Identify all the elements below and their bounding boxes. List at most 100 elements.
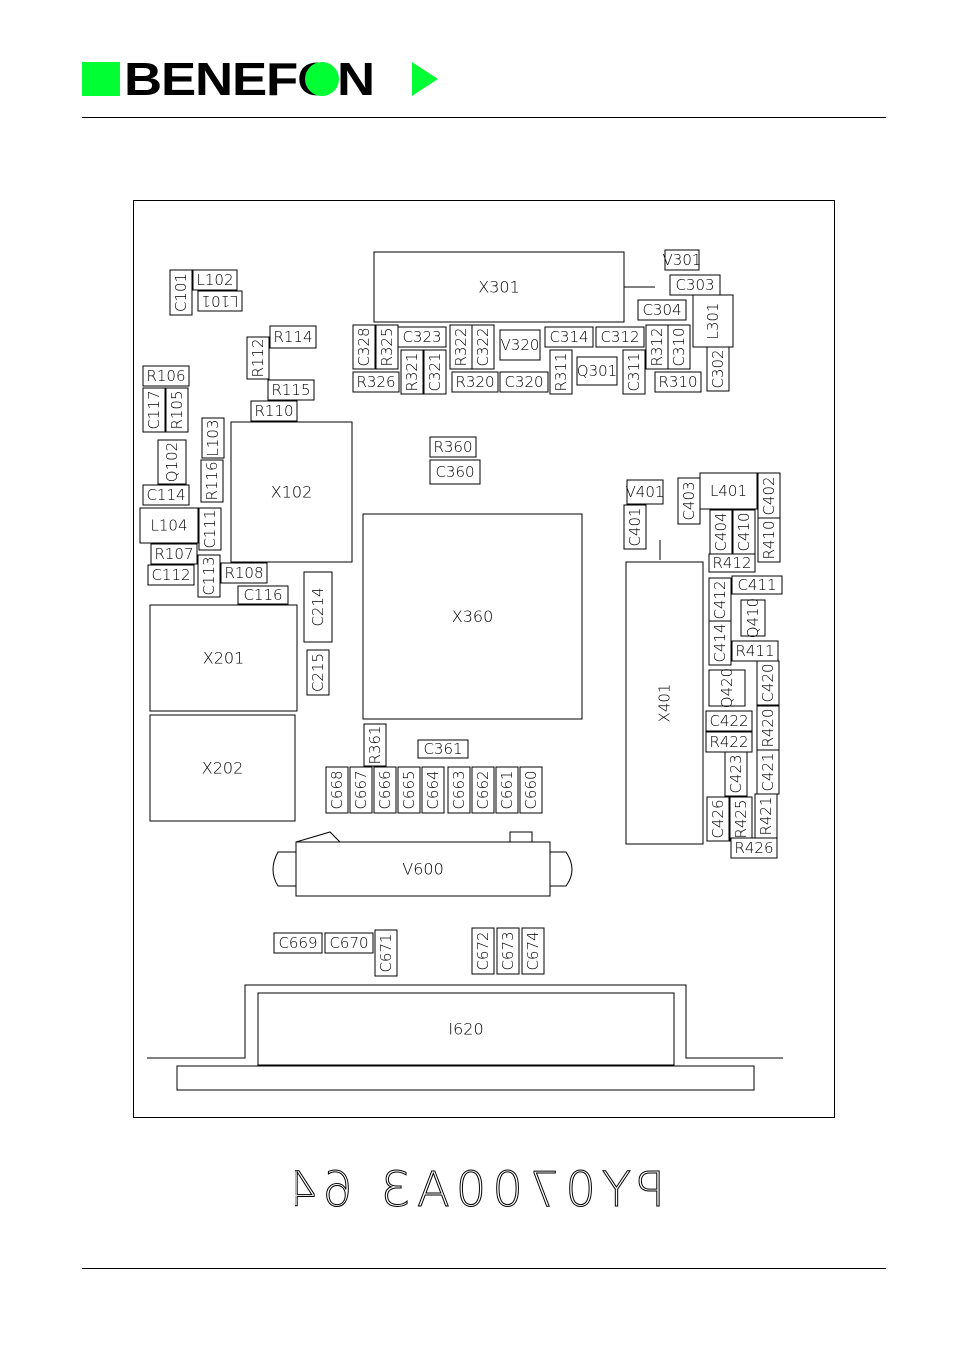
component-c661: C661 xyxy=(495,766,519,814)
component-label: C214 xyxy=(309,587,327,626)
component-c666: C666 xyxy=(373,766,397,814)
component-label: R112 xyxy=(249,338,267,377)
component-label: C314 xyxy=(549,328,588,346)
component-label: R426 xyxy=(734,839,773,857)
component-c320: C320 xyxy=(499,371,549,393)
component-label: Q102 xyxy=(163,442,181,482)
component-c322: C322 xyxy=(471,324,495,370)
component-c664: C664 xyxy=(421,766,445,814)
component-label: I620 xyxy=(448,1020,483,1039)
component-c671: C671 xyxy=(374,929,398,977)
component-label: X360 xyxy=(452,607,494,626)
component-c672: C672 xyxy=(471,927,495,975)
component-label: X201 xyxy=(203,649,245,668)
component-q102: Q102 xyxy=(157,439,187,485)
component-label: C421 xyxy=(759,752,777,791)
component-label: R320 xyxy=(455,373,494,391)
component-r320: R320 xyxy=(451,371,499,393)
component-r326: R326 xyxy=(352,371,400,393)
component-c662: C662 xyxy=(471,766,495,814)
component-x202: X202 xyxy=(149,714,296,822)
logo-green-arrow xyxy=(412,62,438,96)
component-label: Q410 xyxy=(744,598,762,638)
component-c328: C328 xyxy=(352,324,376,370)
component-l103: L103 xyxy=(201,417,225,459)
component-label: R411 xyxy=(735,642,774,660)
component-v301: V301 xyxy=(663,249,701,271)
component-label: R321 xyxy=(403,352,421,391)
component-label: R360 xyxy=(433,438,472,456)
part-number-text: PY0700A3 645 xyxy=(295,1162,665,1218)
component-v401: V401 xyxy=(626,479,664,505)
component-c426: C426 xyxy=(706,796,730,842)
component-l301: L301 xyxy=(692,294,734,348)
component-label: Q301 xyxy=(577,362,617,380)
component-c411: C411 xyxy=(731,575,783,595)
component-label: R412 xyxy=(712,554,751,572)
component-c410: C410 xyxy=(732,509,756,555)
component-label: C117 xyxy=(145,390,163,429)
component-r421: R421 xyxy=(754,793,778,839)
component-label: C411 xyxy=(737,576,776,594)
component-l401: L401 xyxy=(699,472,758,510)
component-c401: C401 xyxy=(623,504,647,550)
component-r105: R105 xyxy=(165,387,189,433)
component-label: L104 xyxy=(151,517,188,535)
component-c312: C312 xyxy=(595,326,645,348)
component-label: C668 xyxy=(328,770,346,809)
component-v320: V320 xyxy=(499,329,541,361)
component-label: L103 xyxy=(204,420,222,457)
component-c660: C660 xyxy=(519,766,543,814)
component-r106: R106 xyxy=(142,365,190,387)
component-c668: C668 xyxy=(325,766,349,814)
component-c403: C403 xyxy=(677,477,701,525)
component-label: C666 xyxy=(376,770,394,809)
component-label: C311 xyxy=(625,352,643,391)
component-r312: R312 xyxy=(645,324,669,370)
component-label: X401 xyxy=(656,684,674,723)
component-r112: R112 xyxy=(246,336,270,380)
component-label: C112 xyxy=(151,566,190,584)
component-c669: C669 xyxy=(273,932,323,954)
component-label: R105 xyxy=(168,390,186,429)
component-c421: C421 xyxy=(756,749,780,795)
component-label: C320 xyxy=(504,373,543,391)
component-label: C402 xyxy=(760,476,778,515)
component-c113: C113 xyxy=(197,554,221,598)
benefon-logo: BENEFON xyxy=(82,60,438,100)
component-r321: R321 xyxy=(400,349,424,395)
component-label: C671 xyxy=(377,933,395,972)
component-r420: R420 xyxy=(756,705,780,751)
component-r322: R322 xyxy=(449,324,473,370)
component-c404: C404 xyxy=(709,509,733,555)
component-r425: R425 xyxy=(729,796,753,842)
component-label: C662 xyxy=(474,770,492,809)
component-label: L102 xyxy=(197,271,234,289)
component-r114: R114 xyxy=(269,325,317,349)
board-outline-lines xyxy=(147,286,783,1091)
component-label: C667 xyxy=(352,770,370,809)
component-r360: R360 xyxy=(429,436,477,458)
component-r110: R110 xyxy=(250,400,298,422)
component-label: R425 xyxy=(732,799,750,838)
component-label: C672 xyxy=(474,931,492,970)
component-label: C426 xyxy=(709,799,727,838)
component-label: C323 xyxy=(402,328,441,346)
component-r115: R115 xyxy=(267,379,315,401)
component-label: L101 xyxy=(202,292,239,310)
logo-green-square xyxy=(82,62,120,96)
component-i620: I620 xyxy=(257,992,675,1066)
component-label: V600 xyxy=(402,860,443,879)
component-r310: R310 xyxy=(654,371,702,393)
component-label: C360 xyxy=(435,463,474,481)
component-c310: C310 xyxy=(667,324,691,370)
component-r108: R108 xyxy=(220,562,268,584)
component-c663: C663 xyxy=(447,766,471,814)
component-label: C420 xyxy=(759,663,777,702)
pcb-frame xyxy=(133,200,835,1118)
component-label: C113 xyxy=(200,556,218,595)
component-label: C312 xyxy=(600,328,639,346)
component-label: C101 xyxy=(172,273,190,312)
component-c673: C673 xyxy=(496,927,520,975)
component-label: R312 xyxy=(648,327,666,366)
